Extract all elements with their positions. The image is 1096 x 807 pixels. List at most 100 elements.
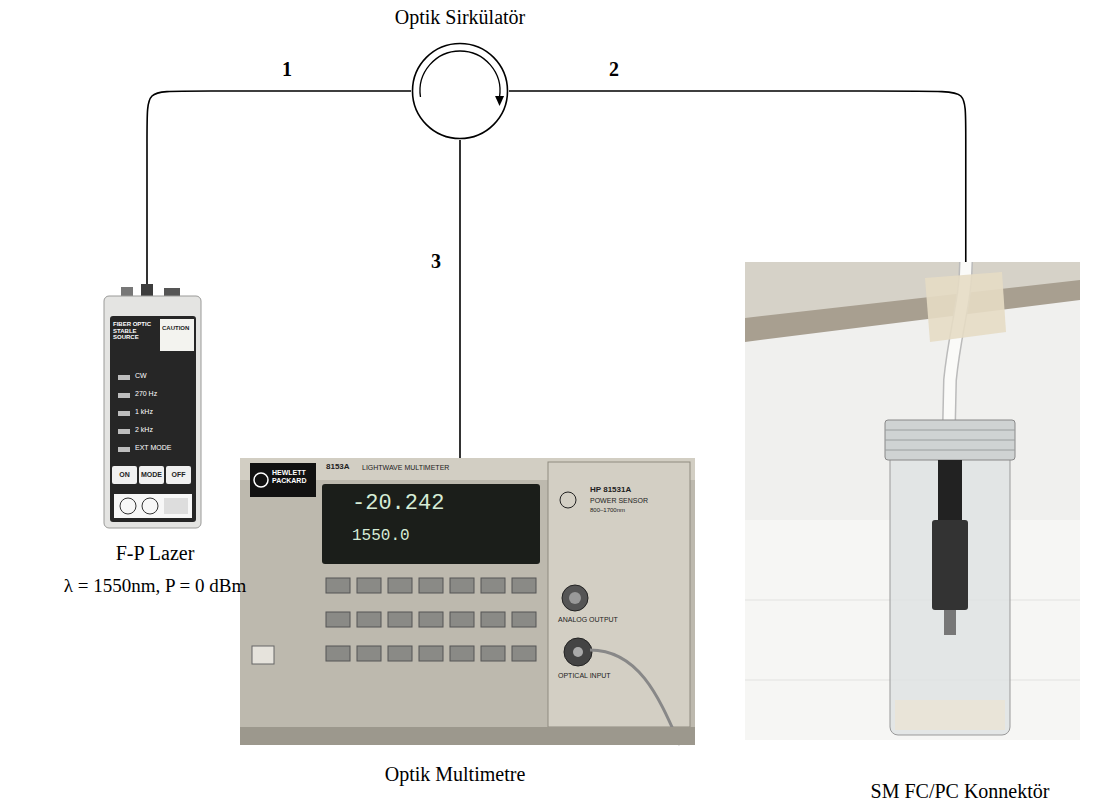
connector-photo [895, 700, 1005, 730]
multimeter-photo [548, 462, 690, 727]
circulator: Optik Sirkülatör [411, 42, 509, 140]
panel-text: FIBER OPTIC STABLE SOURCE [113, 321, 159, 341]
multimeter-photo [560, 492, 576, 508]
multimeter-photo [240, 727, 695, 745]
connector-photo [938, 460, 962, 520]
laser-photo [112, 466, 137, 484]
multimeter-photo [419, 578, 443, 593]
laser-photo [104, 296, 201, 528]
multimeter-photo [254, 473, 268, 487]
model-number: 8153A [326, 463, 350, 472]
port-number: 2 [607, 58, 621, 81]
device-label: SM FC/PC Konnektör [871, 780, 1050, 803]
button-label: ON [119, 471, 130, 479]
multimeter-photo [481, 646, 505, 661]
laser-photo [142, 498, 158, 514]
multimeter-photo [573, 647, 583, 657]
multimeter-photo [322, 484, 540, 564]
multimeter-photo [512, 612, 536, 627]
multimeter-photo [562, 585, 588, 611]
connector-photo [890, 440, 1010, 735]
laser-photo [118, 429, 130, 434]
multimeter-photo [326, 646, 350, 661]
port-number: 3 [429, 250, 443, 273]
multimeter-photo [326, 612, 350, 627]
laser-photo [118, 411, 130, 416]
laser-photo [118, 393, 130, 398]
brand-logo: HEWLETT PACKARD [272, 469, 316, 484]
module-range: 800–1700nm [590, 507, 625, 514]
laser-photo [110, 316, 196, 522]
laser-photo [118, 375, 130, 380]
fiber-link [509, 91, 966, 262]
display-reading: -20.242 [352, 492, 444, 516]
multimeter-photo [419, 646, 443, 661]
connector-photo [925, 272, 1006, 342]
mode-label: CW [135, 372, 147, 380]
fiber-link [459, 140, 461, 458]
port-name: ANALOG OUTPUT [558, 616, 618, 624]
connector-photo [885, 430, 1015, 431]
port-name: OPTICAL INPUT [558, 672, 611, 680]
device-spec: λ = 1550nm, P = 0 dBm [64, 575, 247, 597]
multimeter-photo [252, 646, 274, 664]
multimeter-photo [512, 646, 536, 661]
multimeter-photo [481, 578, 505, 593]
laser-photo [166, 466, 191, 484]
laser-photo [139, 466, 164, 484]
connector-photo [885, 420, 1015, 460]
mode-label: EXT MODE [135, 444, 171, 452]
module-name: POWER SENSOR [590, 497, 648, 505]
instrument-name: LIGHTWAVE MULTIMETER [362, 464, 449, 472]
laser-photo [114, 494, 192, 518]
connector-photo [745, 280, 1080, 342]
multimeter-photo [481, 612, 505, 627]
multimeter-photo [388, 612, 412, 627]
module-number: HP 81531A [590, 486, 631, 495]
multimeter-photo [419, 612, 443, 627]
connector-photo [885, 450, 1015, 451]
device-label: F-P Lazer [116, 542, 195, 565]
multimeter-photo [569, 592, 581, 604]
connector-photo [745, 262, 1080, 740]
mode-label: 270 Hz [135, 390, 157, 398]
connector-photo [932, 520, 968, 610]
connector-photo [885, 440, 1015, 441]
multimeter-photo [450, 578, 474, 593]
multimeter-photo [250, 463, 316, 497]
multimeter-photo [388, 646, 412, 661]
multimeter-photo [240, 458, 695, 745]
connector-sample: SM FC/PC Konnektör [745, 262, 1080, 805]
laser-photo [164, 498, 188, 514]
multimeter-photo [450, 612, 474, 627]
display-wavelength: 1550.0 [352, 528, 410, 546]
laser-photo [104, 284, 201, 528]
circulation-arrowhead [495, 96, 504, 106]
multimeter-photo [450, 646, 474, 661]
laser-photo [120, 498, 136, 514]
multimeter-photo [357, 578, 381, 593]
multimeter-photo [357, 646, 381, 661]
port-number: 1 [280, 58, 294, 81]
optical-multimeter: Optik Multimetre [240, 458, 695, 793]
connector-photo [745, 262, 1080, 740]
multimeter-photo [564, 638, 592, 666]
laser-photo [160, 319, 194, 351]
laser-photo [118, 447, 130, 452]
fiber-link [147, 91, 411, 284]
multimeter-photo [388, 578, 412, 593]
circulator-title: Optik Sirkülatör [395, 6, 526, 29]
circulator-circle [413, 44, 508, 139]
warning-label: CAUTION [162, 325, 189, 332]
mode-label: 2 kHz [135, 426, 153, 434]
multimeter-photo [512, 578, 536, 593]
circulation-arrow [420, 51, 500, 97]
mode-label: 1 kHz [135, 408, 153, 416]
button-label: OFF [172, 471, 186, 479]
device-label: Optik Multimetre [385, 763, 526, 786]
multimeter-photo [326, 578, 350, 593]
multimeter-photo [240, 458, 695, 745]
